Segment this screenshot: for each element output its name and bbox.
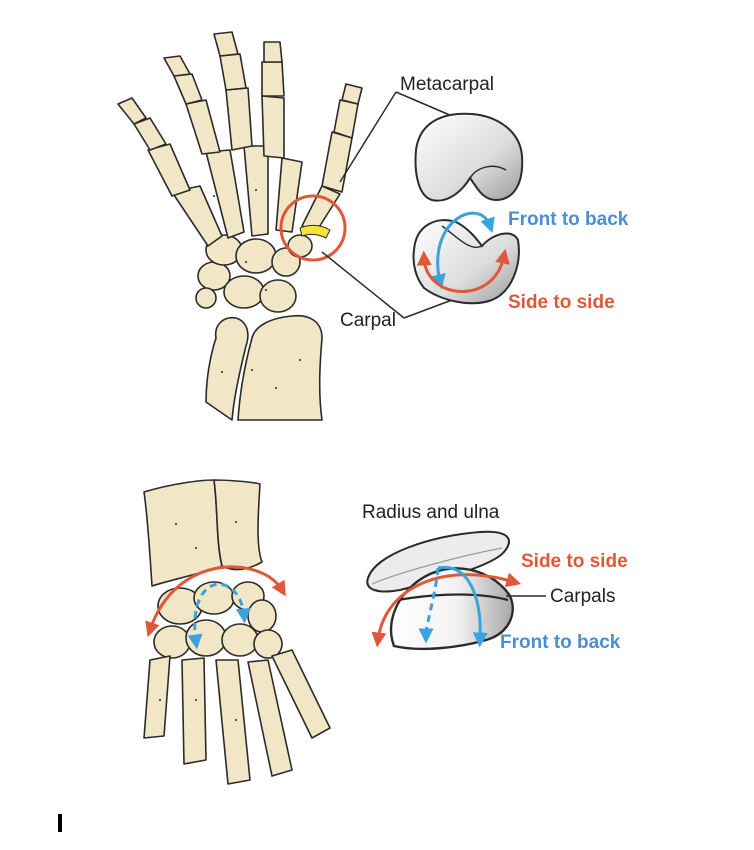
bottom-wrist-illustration [143, 479, 331, 785]
top-bone-texture [213, 189, 301, 389]
leader-carpal-1 [321, 251, 405, 319]
bottom-front-to-back-arrow [437, 565, 488, 648]
label-carpals: Carpals [550, 586, 615, 607]
bottom-metacarpals [143, 649, 331, 785]
top-side-to-side-arrow [416, 248, 510, 293]
top-phalanges [117, 31, 363, 197]
label-top-side-to-side: Side to side [508, 292, 615, 313]
label-carpal: Carpal [340, 310, 396, 331]
label-top-front-to-back: Front to back [508, 209, 629, 230]
leader-carpal-2 [403, 299, 453, 319]
top-carpal-cluster [195, 234, 313, 313]
top-metacarpals [171, 145, 341, 247]
top-radius-bone [237, 314, 323, 421]
top-joint-circle [279, 194, 347, 262]
top-cmc-joint-highlight [299, 224, 331, 239]
top-ulna-bone [205, 316, 249, 421]
top-hand-illustration [117, 31, 363, 421]
label-metacarpal: Metacarpal [400, 74, 494, 95]
bottom-hand-front-to-back-arrow [187, 582, 251, 650]
bottom-front-to-back-arrow-dashed [424, 567, 440, 633]
bottom-hand-side-to-side-arrow [145, 565, 286, 638]
leader-metacarpal-1 [339, 91, 397, 183]
bottom-carpal-cluster [153, 581, 283, 659]
bottom-bone-texture [159, 521, 237, 721]
leader-metacarpal-2 [395, 91, 453, 117]
label-radius-and-ulna: Radius and ulna [362, 502, 500, 523]
top-saddle-metacarpal-surface [414, 112, 524, 202]
text-cursor-mark [58, 814, 62, 832]
bottom-ulna-bone [213, 479, 263, 571]
label-bottom-side-to-side: Side to side [521, 551, 628, 572]
label-bottom-front-to-back: Front to back [500, 632, 621, 653]
bottom-side-to-side-arrow [371, 572, 522, 648]
